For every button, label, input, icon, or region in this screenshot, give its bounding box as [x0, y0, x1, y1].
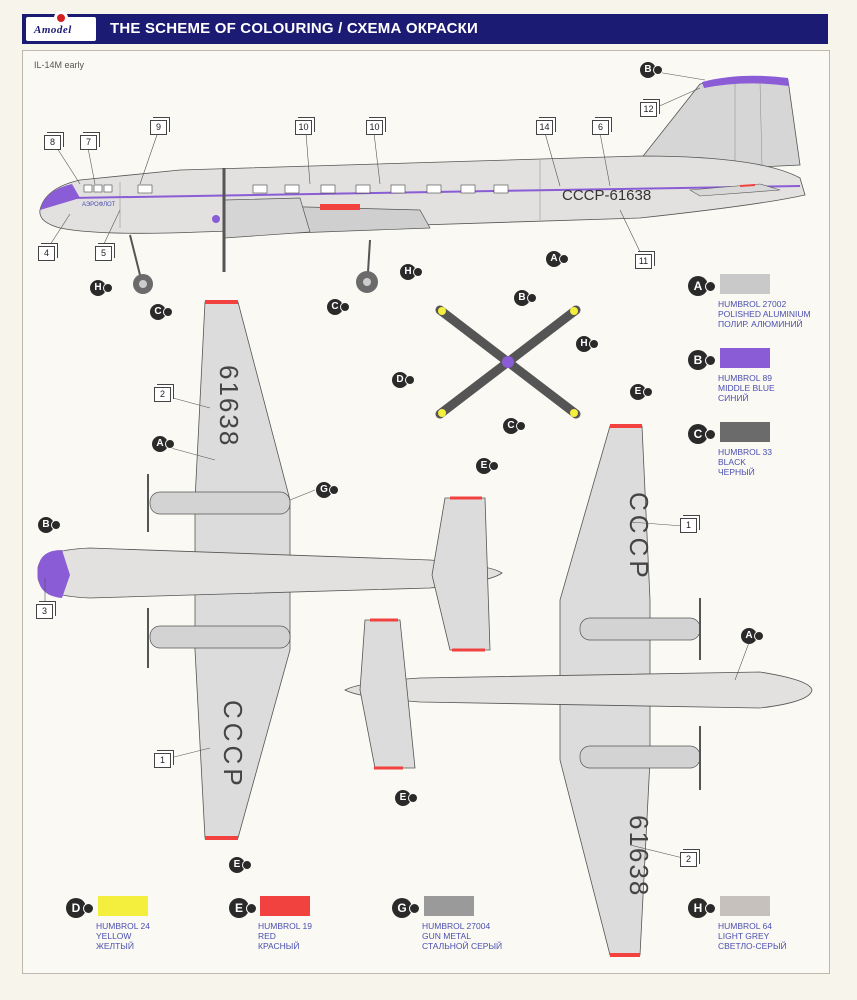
logo-text: Amodel [34, 24, 72, 36]
title-bar [22, 14, 828, 44]
top-view: 61638 СССР [37, 300, 503, 840]
callout-8: 8 [44, 135, 61, 150]
legend-e-badge: E [229, 898, 257, 918]
legend-c-badge: C [688, 424, 716, 444]
callout-7: 7 [80, 135, 97, 150]
logo-dot [54, 11, 68, 25]
callout-11: 11 [635, 254, 652, 269]
legend-d-swatch [98, 896, 148, 916]
paint-badge-c-prop: C [503, 418, 526, 434]
cabin-windows [83, 184, 509, 194]
legend-g-swatch [424, 896, 474, 916]
callout-1-top: 1 [154, 753, 171, 768]
callout-1-bottom: 1 [680, 518, 697, 533]
paint-badge-h-nose: H [90, 280, 113, 296]
paint-badge-a-bottom: A [741, 628, 764, 644]
paint-badge-a-side: A [546, 251, 569, 267]
legend-h-swatch [720, 896, 770, 916]
legend-d-badge: D [66, 898, 94, 918]
paint-badge-d-prop: D [392, 372, 415, 388]
paint-badge-h-side: H [400, 264, 423, 280]
legend-g-badge: G [392, 898, 420, 918]
page-title: THE SCHEME OF COLOURING / СХЕМА ОКРАСКИ [110, 20, 478, 37]
model-label: IL-14M early [34, 60, 85, 70]
legend-a-swatch [720, 274, 770, 294]
bottom-wing-country: СССР [624, 492, 654, 582]
propeller-detail [435, 305, 581, 419]
bottom-view: СССР 61638 [344, 424, 813, 957]
paint-badge-h-prop: H [576, 336, 599, 352]
callout-3: 3 [36, 604, 53, 619]
callout-9: 9 [150, 120, 167, 135]
callout-6: 6 [592, 120, 609, 135]
side-view: СССР-61638 АЭРОФЛОТ [39, 75, 806, 294]
fin-tip-blue [702, 75, 789, 88]
paint-badge-e-bottom-tail: E [395, 790, 418, 806]
callout-14: 14 [536, 120, 553, 135]
callout-4: 4 [38, 246, 55, 261]
paint-badge-b-fin: B [640, 62, 663, 78]
top-wing-country: СССР [218, 700, 248, 790]
legend-c-swatch [720, 422, 770, 442]
callout-2-top: 2 [154, 387, 171, 402]
legend-h-badge: H [688, 898, 716, 918]
paint-badge-g-top: G [316, 482, 339, 498]
top-wing-number: 61638 [214, 365, 244, 447]
legend-a-badge: A [688, 276, 716, 296]
paint-badge-b-prop: B [514, 290, 537, 306]
legend-e-swatch [260, 896, 310, 916]
callout-12: 12 [640, 102, 657, 117]
paint-badge-b-nose: B [38, 517, 61, 533]
paint-badge-e-top-wing: E [229, 857, 252, 873]
paint-badge-a-top: A [152, 436, 175, 452]
legend-b-badge: B [688, 350, 716, 370]
callout-5: 5 [95, 246, 112, 261]
callout-10a: 10 [295, 120, 312, 135]
callout-2-bottom: 2 [680, 852, 697, 867]
callout-10b: 10 [366, 120, 383, 135]
legend-b-swatch [720, 348, 770, 368]
paint-badge-e-top-tail: E [476, 458, 499, 474]
side-registration: СССР-61638 [562, 187, 651, 204]
aeroflot-title: АЭРОФЛОТ [82, 202, 116, 208]
paint-badge-c-main: C [327, 299, 350, 315]
paint-badge-e-bottom-wing: E [630, 384, 653, 400]
bottom-wing-number: 61638 [624, 815, 654, 897]
paint-badge-c-wheel: C [150, 304, 173, 320]
